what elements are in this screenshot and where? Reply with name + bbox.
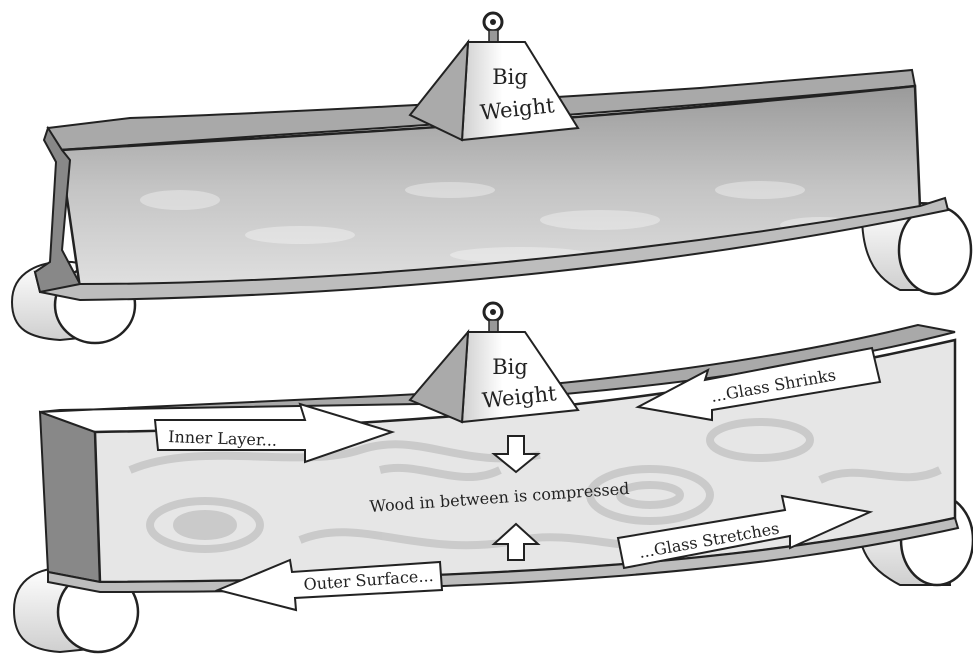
bottom-weight-label-line1: Big (492, 355, 528, 379)
top-weight-label-line1: Big (492, 65, 528, 89)
bottom-weight: Big Weight (410, 303, 578, 422)
bottom-beam-group: Big Weight Inner Layer... ...Glass Shrin… (14, 303, 973, 652)
bottom-beam-end (40, 412, 100, 582)
top-weight: Big Weight (410, 13, 578, 140)
arrow-inner-layer-label: Inner Layer... (168, 427, 278, 450)
top-beam-group: Big Weight (12, 13, 971, 343)
